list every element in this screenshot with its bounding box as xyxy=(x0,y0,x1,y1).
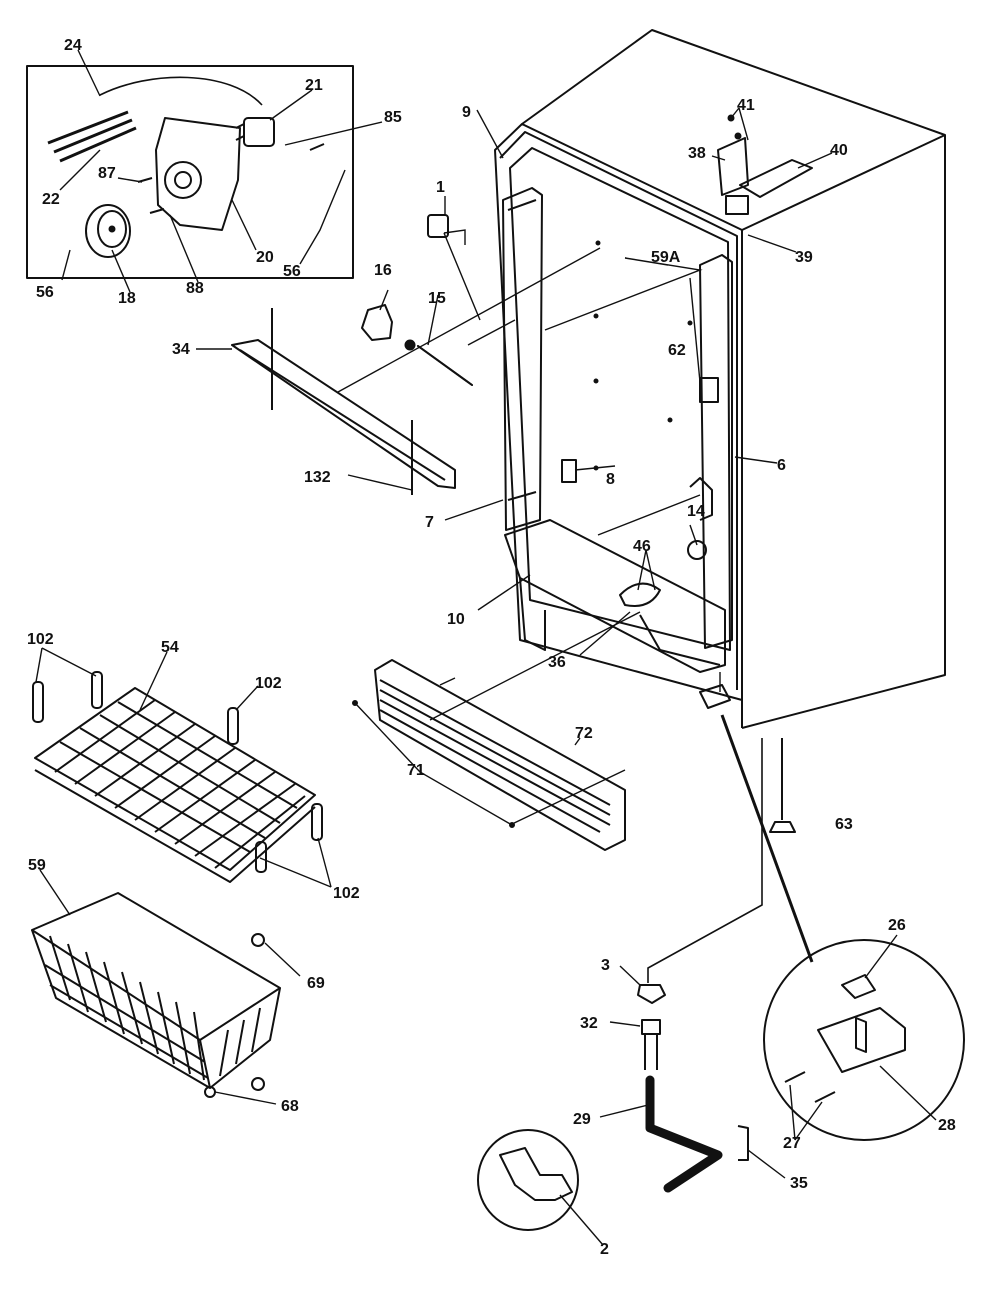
label-14: 14 xyxy=(687,503,705,520)
drain-assembly xyxy=(477,738,786,1246)
label-34: 34 xyxy=(172,341,190,358)
label-71: 71 xyxy=(407,762,425,779)
label-35: 35 xyxy=(790,1175,808,1192)
label-26: 26 xyxy=(888,917,906,934)
bottom-hinge-inset xyxy=(720,714,965,1141)
label-69: 69 xyxy=(307,975,325,992)
label-32: 32 xyxy=(580,1015,598,1032)
label-10: 10 xyxy=(447,611,465,628)
label-38: 38 xyxy=(688,145,706,162)
label-6: 6 xyxy=(777,457,786,474)
label-102-top-right: 102 xyxy=(255,675,282,692)
label-39: 39 xyxy=(795,249,813,266)
fan-motor-inset xyxy=(26,49,383,293)
label-41: 41 xyxy=(737,97,755,114)
label-132: 132 xyxy=(304,469,331,486)
label-27: 27 xyxy=(783,1135,801,1152)
label-24: 24 xyxy=(64,37,82,54)
label-59: 59 xyxy=(28,857,46,874)
label-56-right: 56 xyxy=(283,263,301,280)
label-62: 62 xyxy=(668,342,686,359)
label-7: 7 xyxy=(425,514,434,531)
wire-basket xyxy=(31,869,301,1105)
label-68: 68 xyxy=(281,1098,299,1115)
label-1: 1 xyxy=(436,179,445,196)
label-59A: 59A xyxy=(651,249,681,266)
label-40: 40 xyxy=(830,142,848,159)
label-21: 21 xyxy=(305,77,323,94)
label-88: 88 xyxy=(186,280,204,297)
label-54: 54 xyxy=(161,639,179,656)
label-18: 18 xyxy=(118,290,136,307)
label-102-top-left: 102 xyxy=(27,631,54,648)
label-46: 46 xyxy=(633,538,651,555)
label-72: 72 xyxy=(575,725,593,742)
label-8: 8 xyxy=(606,471,615,488)
wire-shelf xyxy=(32,647,332,888)
label-3: 3 xyxy=(601,957,610,974)
label-56-left: 56 xyxy=(36,284,54,301)
label-63: 63 xyxy=(835,816,853,833)
label-22: 22 xyxy=(42,191,60,208)
toe-grille xyxy=(352,611,641,851)
label-29: 29 xyxy=(573,1111,591,1128)
label-28: 28 xyxy=(938,1117,956,1134)
freezer-cabinet xyxy=(196,29,946,833)
label-9: 9 xyxy=(462,104,471,121)
label-87: 87 xyxy=(98,165,116,182)
label-15: 15 xyxy=(428,290,446,307)
part-labels: 24 21 85 87 22 20 56 56 18 88 9 1 41 38 … xyxy=(27,37,956,1258)
label-16: 16 xyxy=(374,262,392,279)
label-20: 20 xyxy=(256,249,274,266)
label-102-bottom: 102 xyxy=(333,885,360,902)
label-36: 36 xyxy=(548,654,566,671)
label-85: 85 xyxy=(384,109,402,126)
label-2: 2 xyxy=(600,1241,609,1258)
